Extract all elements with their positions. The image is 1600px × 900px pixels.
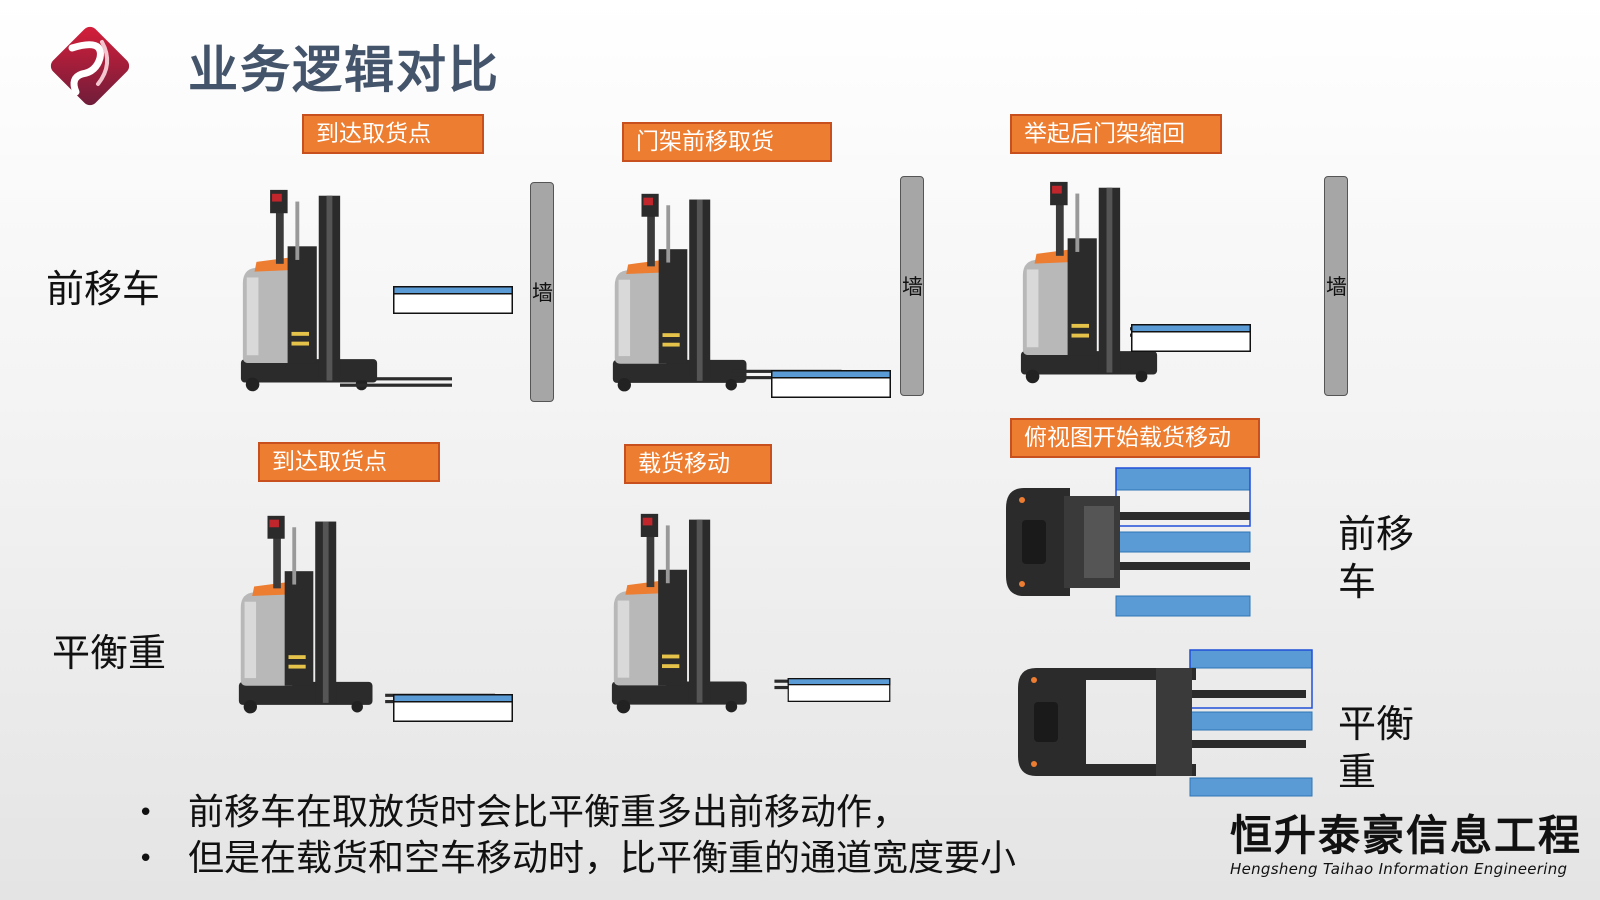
pallet-reach-arrive xyxy=(392,286,514,314)
wall-1: 墙 xyxy=(530,182,554,402)
top-view-reach-label-line1: 前移 xyxy=(1338,510,1414,558)
forklift-reach-retract xyxy=(1010,178,1240,392)
step-label-reach-extend: 门架前移取货 xyxy=(622,122,832,162)
bullet-item: 但是在载货和空车移动时，比平衡重的通道宽度要小 xyxy=(138,836,1016,882)
pallet-cb-move xyxy=(780,678,898,702)
bullet-item: 前移车在取放货时会比平衡重多出前移动作， xyxy=(138,790,1016,836)
brand-watermark: 恒升泰豪信息工程 Hengsheng Taihao Information En… xyxy=(1230,812,1560,878)
wall-3: 墙 xyxy=(1324,176,1348,396)
pallet-cb-arrive xyxy=(392,694,514,722)
summary-bullets: 前移车在取放货时会比平衡重多出前移动作， 但是在载货和空车移动时，比平衡重的通道… xyxy=(138,790,1016,882)
wall-label: 墙 xyxy=(1326,271,1347,301)
forklift-cb-arrive xyxy=(226,512,456,722)
step-label-cb-move: 载货移动 xyxy=(624,444,772,484)
brand-name-cn: 恒升泰豪信息工程 xyxy=(1230,812,1560,860)
step-label-reach-arrive: 到达取货点 xyxy=(302,114,484,154)
step-label-cb-arrive: 到达取货点 xyxy=(258,442,440,482)
company-logo-icon xyxy=(42,18,138,114)
step-label-reach-retract: 举起后门架缩回 xyxy=(1010,114,1222,154)
brand-name-en: Hengsheng Taihao Information Engineering xyxy=(1230,860,1560,878)
top-view-cb-label-line1: 平衡 xyxy=(1338,700,1414,748)
top-view-reach-label-line2: 车 xyxy=(1338,558,1414,606)
row-label-reach: 前移车 xyxy=(46,258,160,313)
page-title: 业务逻辑对比 xyxy=(188,30,500,102)
wall-label: 墙 xyxy=(532,277,553,307)
wall-label: 墙 xyxy=(902,271,923,301)
top-view-reach-label: 前移 车 xyxy=(1338,510,1414,606)
top-view-counterbalance xyxy=(1016,648,1318,800)
pallet-reach-extend xyxy=(770,370,892,398)
pallet-reach-retract xyxy=(1130,324,1252,352)
top-view-cb-label-line2: 重 xyxy=(1338,748,1414,796)
wall-2: 墙 xyxy=(900,176,924,396)
row-label-counterbalance: 平衡重 xyxy=(52,622,166,677)
top-view-reach xyxy=(1004,466,1256,618)
top-view-cb-label: 平衡 重 xyxy=(1338,700,1414,796)
step-label-top-view: 俯视图开始载货移动 xyxy=(1010,418,1260,458)
forklift-reach-extend xyxy=(600,190,830,400)
